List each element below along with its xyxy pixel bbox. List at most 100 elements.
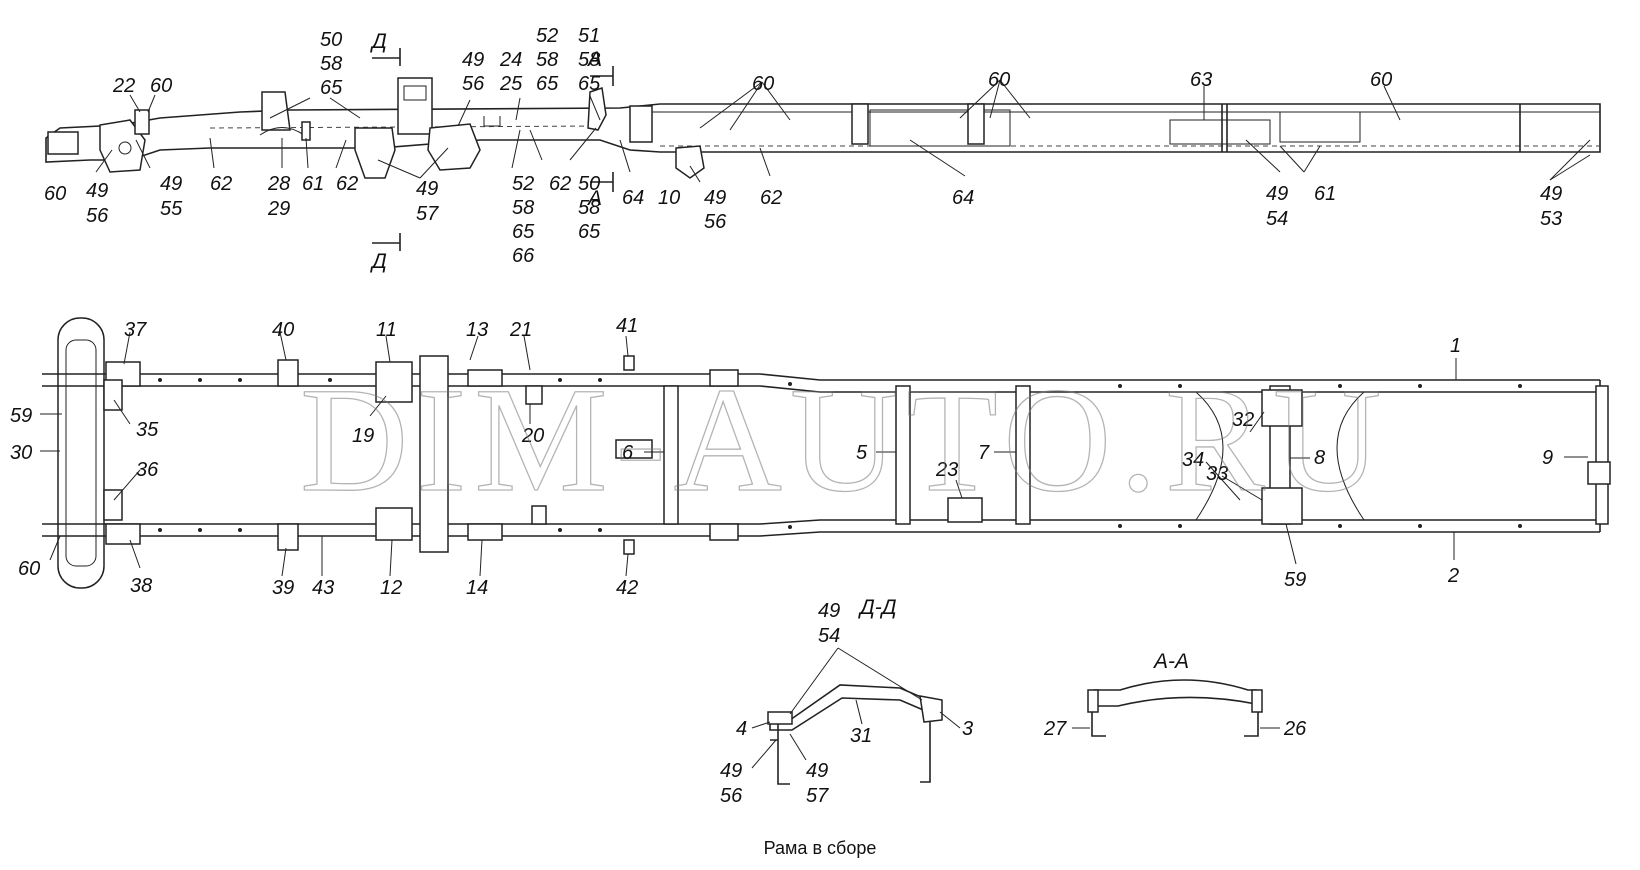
rail-profile-right (920, 722, 931, 783)
front-bumper-inner (65, 339, 97, 567)
spring-bracket-12 (375, 507, 413, 541)
callout-62: 62 (336, 173, 358, 195)
plan-leaders (40, 331, 1588, 577)
bracket-40 (277, 359, 299, 387)
gusset-32b (1261, 487, 1303, 525)
watermark: DIM-AUTO.RU (300, 357, 1389, 523)
plan-view (42, 317, 1611, 589)
callout-58: 58 (512, 197, 534, 219)
spring-bracket-front (354, 127, 396, 179)
callout-7: 7 (978, 442, 990, 464)
callout-49: 49 (1540, 183, 1562, 205)
section-dd: Д-Д 49 54 4 31 3 49 56 49 57 (720, 596, 973, 807)
callout-62: 62 (760, 187, 782, 209)
crossmember-5 (895, 385, 911, 525)
callout-51: 51 (578, 25, 600, 47)
callout-54: 54 (818, 625, 840, 647)
callout-39: 39 (272, 577, 294, 599)
engine-mount-pad (403, 85, 427, 101)
callout-43: 43 (312, 577, 334, 599)
callout-49: 49 (704, 187, 726, 209)
bracket-3 (919, 695, 943, 723)
top-callouts: 22 60 60 49 56 49 55 62 28 29 61 62 50 5… (44, 25, 1562, 267)
callout-49: 49 (416, 178, 438, 200)
crossmember-plate (629, 105, 653, 143)
callout-65: 65 (536, 73, 559, 95)
callout-41: 41 (616, 315, 638, 337)
section-aa: А-А 27 26 (1043, 650, 1307, 740)
clip-41 (623, 355, 635, 371)
gusset-64 (869, 109, 1011, 147)
callout-31: 31 (850, 725, 872, 747)
callout-30: 30 (10, 442, 32, 464)
callout-49: 49 (818, 600, 840, 622)
callout-56: 56 (86, 205, 109, 227)
callout-35: 35 (136, 419, 159, 441)
callout-6: 6 (622, 442, 634, 464)
callout-21: 21 (509, 319, 532, 341)
callout-19: 19 (352, 425, 374, 447)
callout-60: 60 (1370, 69, 1392, 91)
callout-52: 52 (512, 173, 534, 195)
callout-49: 49 (462, 49, 484, 71)
bracket-36 (103, 489, 123, 521)
front-bracket (47, 131, 79, 155)
plate-6 (615, 439, 653, 459)
tow-hook-pin (118, 141, 132, 155)
callout-62: 62 (210, 173, 232, 195)
rail-profile-left (770, 724, 790, 785)
callout-52: 52 (536, 25, 558, 47)
callout-61: 61 (1314, 183, 1336, 205)
callout-49: 49 (160, 173, 182, 195)
section-dd-title: Д-Д (858, 596, 897, 619)
callout-24: 24 (499, 49, 522, 71)
callout-56: 56 (704, 211, 727, 233)
callout-25: 25 (499, 73, 523, 95)
callout-60: 60 (150, 75, 172, 97)
bracket-38 (105, 523, 141, 545)
callout-42: 42 (616, 577, 638, 599)
callout-49: 49 (1266, 183, 1288, 205)
section-markers: Д Д А А (370, 30, 614, 273)
callout-5: 5 (856, 442, 868, 464)
callout-13: 13 (466, 319, 488, 341)
callout-65: 65 (320, 77, 343, 99)
callout-66: 66 (512, 245, 535, 267)
callout-57: 57 (806, 785, 829, 807)
front-bumper (57, 317, 105, 589)
callout-49: 49 (806, 760, 828, 782)
callout-61: 61 (302, 173, 324, 195)
arch-28 (259, 127, 305, 136)
callout-1: 1 (1450, 335, 1461, 357)
callout-36: 36 (136, 459, 159, 481)
crossmember-aa (1093, 679, 1257, 707)
spring-bracket-11 (375, 361, 413, 403)
clamp-24 (483, 116, 501, 127)
callout-23: 23 (935, 459, 958, 481)
callout-8: 8 (1314, 447, 1325, 469)
callout-59: 59 (1284, 569, 1306, 591)
callout-59: 59 (10, 405, 32, 427)
callout-34: 34 (1182, 449, 1204, 471)
callout-20: 20 (521, 425, 544, 447)
top-leaders (95, 79, 1591, 183)
tow-hook-bracket (99, 119, 146, 173)
callout-65: 65 (512, 221, 535, 243)
callout-14: 14 (466, 577, 488, 599)
plate-63 (1169, 119, 1271, 145)
callout-40: 40 (272, 319, 294, 341)
callout-22: 22 (112, 75, 135, 97)
drawing-caption: Рама в сборе (763, 838, 877, 858)
side-member-outline (45, 103, 1601, 163)
section-d-top-label: Д (370, 30, 387, 53)
callout-58: 58 (578, 197, 600, 219)
rail-bolts (158, 378, 1522, 532)
crossmember-6 (663, 385, 679, 525)
bracket-51 (587, 87, 607, 131)
callout-3: 3 (962, 718, 973, 740)
callout-27: 27 (1043, 718, 1067, 740)
callout-32: 32 (1232, 409, 1254, 431)
callout-33: 33 (1206, 463, 1228, 485)
plan-callouts: 37 59 35 30 36 60 38 40 39 43 11 19 12 1… (10, 315, 1553, 599)
callout-2: 2 (1447, 565, 1459, 587)
